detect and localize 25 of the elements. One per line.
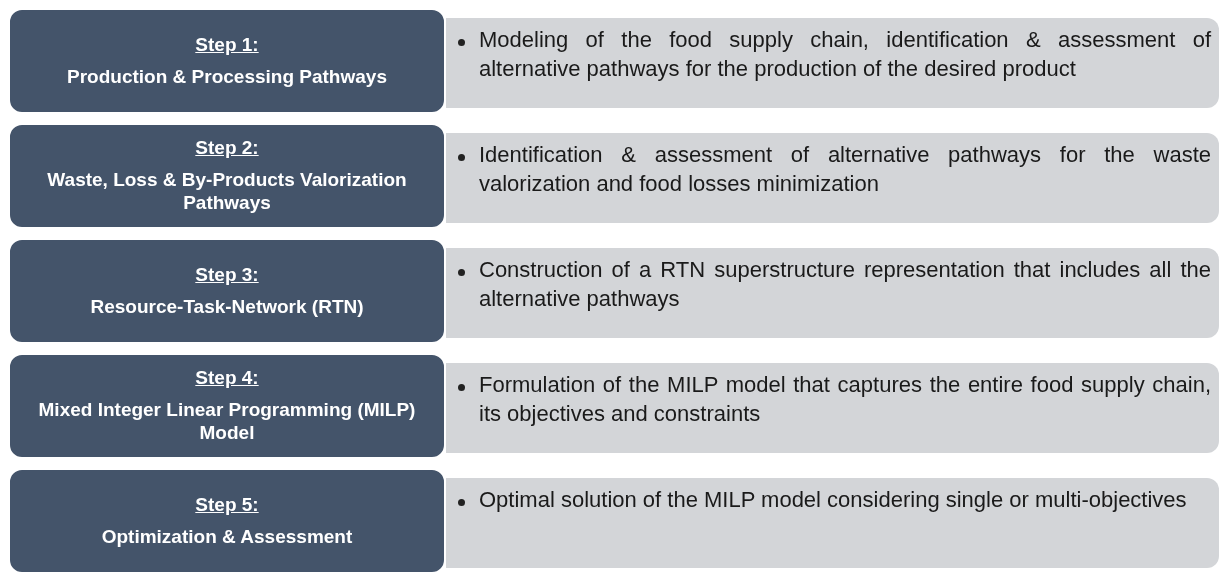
- step-title: Production & Processing Pathways: [67, 65, 387, 89]
- step-box: [8, 238, 446, 344]
- step-number: Step 1:: [195, 33, 259, 56]
- step-box: [8, 8, 446, 114]
- step-number: Step 2:: [195, 137, 259, 160]
- description-text: Optimal solution of the MILP model considering single or multi-objectives: [479, 486, 1188, 514]
- description-panel: [446, 133, 1219, 223]
- step-number: Step 3:: [195, 263, 259, 286]
- description-panel: [446, 18, 1219, 108]
- description-text: Modeling of the food supply chain, identification & assessment of alternative pathways for the production of the desired product: [479, 26, 1211, 83]
- step-title: Waste, Loss & By-Products Valorization Pathways: [46, 169, 408, 215]
- step-number: Step 4:: [195, 367, 259, 390]
- step-box: [8, 468, 446, 573]
- description-panel: [446, 363, 1219, 453]
- description-text: Construction of a RTN superstructure representation that includes all the alternative pathways: [479, 256, 1211, 313]
- description-panel: [446, 248, 1219, 338]
- step-title: Mixed Integer Linear Programming (MILP) Model: [37, 399, 417, 445]
- description-text: Identification & assessment of alternative pathways for the waste valorization and food losses minimization: [479, 141, 1211, 198]
- description-panel: [446, 478, 1219, 568]
- step-title: Resource-Task-Network (RTN): [90, 295, 364, 319]
- step-box: [8, 353, 446, 459]
- step-title: Optimization & Assessment: [101, 525, 353, 549]
- description-text: Formulation of the MILP model that captures the entire food supply chain, its objectives and constraints: [479, 371, 1211, 428]
- step-number: Step 5:: [195, 493, 259, 516]
- step-box: [8, 123, 446, 229]
